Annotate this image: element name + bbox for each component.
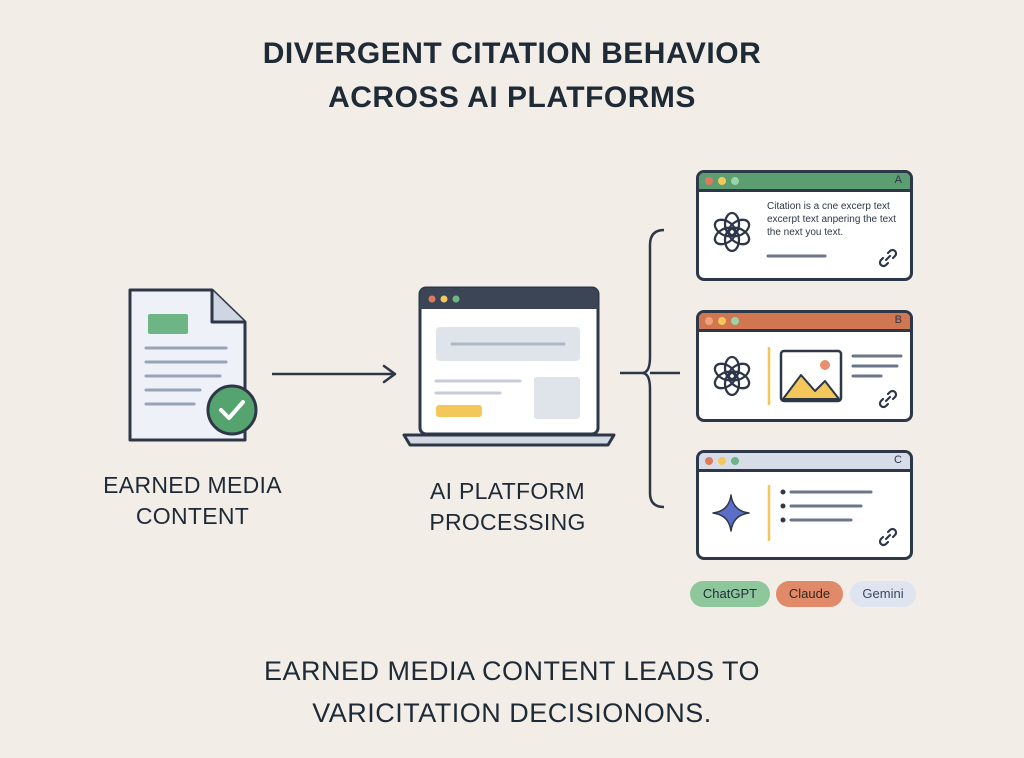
panel-a-titlebar: A	[699, 173, 910, 192]
window-dot-yellow	[718, 457, 726, 465]
sparkle-star-icon	[712, 494, 750, 532]
processing-label-line-1: AI PLATFORM	[430, 478, 585, 504]
link-icon	[878, 248, 898, 268]
panel-c-titlebar: C	[699, 453, 910, 472]
window-dot-yellow	[718, 177, 726, 185]
text-lines	[851, 354, 903, 378]
window-dot-red	[705, 177, 713, 185]
openai-knot-icon	[713, 211, 751, 253]
output-panel-b: B	[696, 310, 913, 422]
openai-knot-icon	[713, 355, 751, 397]
source-label-line-2: CONTENT	[135, 503, 250, 529]
diagram-title: DIVERGENT CITATION BEHAVIOR ACROSS AI PL…	[0, 32, 1024, 120]
output-panel-c: C	[696, 450, 913, 560]
link-icon	[878, 389, 898, 409]
branch-connector	[620, 228, 680, 509]
document-icon	[128, 288, 258, 442]
panel-b-titlebar: B	[699, 313, 910, 332]
window-dot-red	[705, 317, 713, 325]
window-dot-green	[731, 317, 739, 325]
processing-label-line-2: PROCESSING	[429, 509, 586, 535]
window-dot-green	[731, 177, 739, 185]
chip-gemini: Gemini	[850, 581, 916, 607]
window-dot-yellow	[718, 317, 726, 325]
output-panel-a: A Citation is a cne excerp text excerpt …	[696, 170, 913, 281]
window-dot-green	[731, 457, 739, 465]
footer-line-2: VARICITATION DECISIONONS.	[312, 698, 712, 728]
bullet-list	[780, 489, 873, 523]
text-underline	[766, 254, 827, 258]
footer-caption: EARNED MEDIA CONTENT LEADS TO VARICITATI…	[0, 650, 1024, 734]
arrow-right-icon	[272, 364, 397, 384]
image-icon	[779, 349, 843, 403]
footer-line-1: EARNED MEDIA CONTENT LEADS TO	[263, 656, 761, 686]
panel-a-letter: A	[894, 174, 902, 186]
title-line-2: ACROSS AI PLATFORMS	[328, 81, 696, 114]
title-line-1: DIVERGENT CITATION BEHAVIOR	[262, 37, 762, 70]
laptop-icon	[402, 286, 616, 447]
link-icon	[878, 527, 898, 547]
chip-claude: Claude	[776, 581, 843, 607]
processing-label: AI PLATFORM PROCESSING	[395, 476, 620, 538]
source-label-line-1: EARNED MEDIA	[103, 472, 282, 498]
citation-excerpt-text: Citation is a cne excerp text excerpt te…	[767, 201, 896, 238]
window-dot-red	[705, 457, 713, 465]
source-label: EARNED MEDIA CONTENT	[80, 470, 305, 532]
panel-b-letter: B	[894, 314, 902, 326]
highlight-divider	[767, 485, 771, 541]
chip-chatgpt: ChatGPT	[690, 581, 770, 607]
panel-c-letter: C	[894, 454, 902, 466]
highlight-divider	[767, 347, 771, 405]
